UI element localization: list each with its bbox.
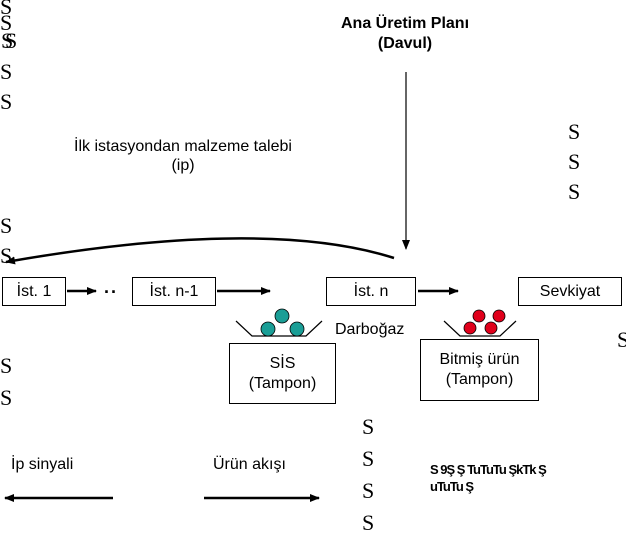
station-1-box: İst. 1	[2, 277, 66, 306]
legend-flow-label: Ürün akışı	[213, 456, 286, 473]
stray-glyph: S	[0, 10, 13, 35]
stray-glyph: S	[0, 89, 13, 114]
garbled-text-line1: S 9Ş Ş TuTuTu ŞkTk Ş	[430, 462, 547, 477]
station-n-label: İst. n	[353, 282, 389, 300]
finished-goods-line2: (Tampon)	[445, 371, 514, 388]
shipping-box: Sevkiyat	[518, 277, 622, 306]
stray-glyph: S	[362, 510, 375, 535]
legend-rope-label: İp sinyali	[11, 456, 74, 473]
finished-buffer-item	[463, 321, 477, 335]
station-n-1-label: İst. n-1	[149, 282, 199, 300]
wip-buffer-item	[274, 308, 290, 324]
shipping-label: Sevkiyat	[539, 282, 601, 300]
wip-buffer-line2: (Tampon)	[248, 374, 317, 392]
garbled-text-line2: uTuTu Ş	[430, 479, 474, 494]
finished-goods-line1: Bitmiş ürün	[439, 351, 520, 368]
stray-glyph: S	[0, 0, 13, 19]
finished-buffer-tray	[443, 320, 517, 337]
stray-glyph: S	[1, 28, 14, 53]
finished-goods-buffer-box: Bitmiş ürün (Tampon)	[420, 339, 539, 401]
wip-buffer-item	[260, 321, 276, 337]
finished-buffer-item	[484, 321, 498, 335]
master-plan-title: Ana Üretim Planı (Davul)	[315, 14, 495, 54]
stray-glyph: S	[0, 385, 13, 410]
station-ellipsis: ..	[104, 277, 119, 297]
stray-glyph: S	[5, 28, 18, 53]
stray-glyph: S	[362, 478, 375, 503]
stray-glyph: S	[362, 414, 375, 439]
stray-glyph: S	[568, 179, 581, 204]
master-plan-title-line2: (Davul)	[377, 35, 433, 52]
rope-curve-arrow	[5, 237, 395, 265]
stray-glyph: S	[362, 446, 375, 471]
material-request-line1: İlk istasyondan malzeme talebi	[74, 138, 292, 155]
bottleneck-label: Darboğaz	[335, 321, 405, 338]
wip-buffer-box: SİS (Tampon)	[229, 343, 336, 404]
material-request-label: İlk istasyondan malzeme talebi (ip)	[48, 137, 318, 175]
material-request-line2: (ip)	[171, 157, 195, 174]
stray-glyph: S	[0, 213, 13, 238]
stray-glyph: S	[568, 119, 581, 144]
wip-buffer-line1: SİS	[269, 354, 296, 372]
station-1-label: İst. 1	[16, 282, 52, 300]
stray-glyph: S	[0, 59, 13, 84]
stray-glyph: S	[0, 353, 13, 378]
wip-buffer-tray	[235, 320, 323, 337]
finished-buffer-item	[492, 309, 506, 323]
wip-buffer-item	[289, 321, 305, 337]
stray-glyph: S	[617, 327, 626, 352]
garbled-text: S 9Ş Ş TuTuTu ŞkTk Ş uTuTu Ş	[430, 461, 547, 495]
finished-buffer-item	[472, 309, 486, 323]
stray-glyph: S	[568, 149, 581, 174]
station-n-1-box: İst. n-1	[132, 277, 216, 306]
station-n-box: İst. n	[326, 277, 416, 306]
master-plan-title-line1: Ana Üretim Planı	[340, 15, 470, 32]
